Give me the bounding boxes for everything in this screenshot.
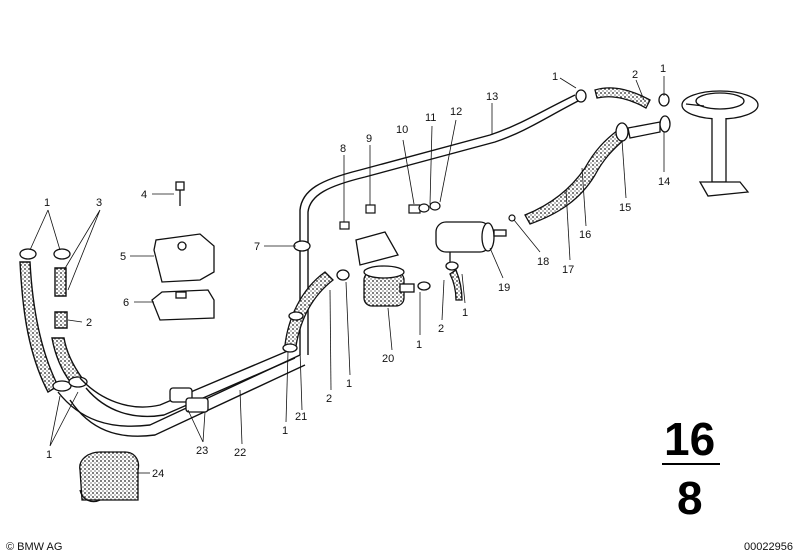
part-label-1: 1 xyxy=(552,71,558,83)
part-label-5: 5 xyxy=(120,251,126,263)
part-label-20: 20 xyxy=(382,353,394,365)
part-label-2: 2 xyxy=(326,393,332,405)
hose-left-group xyxy=(19,261,84,393)
tank-sender xyxy=(681,90,759,197)
part-label-8: 8 xyxy=(340,143,346,155)
hose-left-inner xyxy=(54,267,67,297)
part-label-18: 18 xyxy=(537,256,549,268)
drawing-number: 00022956 xyxy=(744,541,793,553)
clamp-icon xyxy=(288,311,304,321)
clamp-icon xyxy=(659,115,671,133)
part-label-7: 7 xyxy=(254,241,260,253)
part-label-17: 17 xyxy=(562,264,574,276)
part-label-23: 23 xyxy=(196,445,208,457)
part-label-1: 1 xyxy=(462,307,468,319)
hose-left-connector xyxy=(54,311,68,329)
part-label-11: 11 xyxy=(425,112,436,124)
part-label-2: 2 xyxy=(438,323,444,335)
part-label-6: 6 xyxy=(123,297,129,309)
part-label-10: 10 xyxy=(396,124,408,136)
part-label-19: 19 xyxy=(498,282,510,294)
part-label-15: 15 xyxy=(619,202,631,214)
part-label-9: 9 xyxy=(366,133,372,145)
clamp-icon xyxy=(53,248,71,260)
clamp-icon xyxy=(615,122,629,142)
pipe-clips xyxy=(169,387,209,413)
leader-lines xyxy=(29,76,665,474)
part-label-22: 22 xyxy=(234,447,246,459)
group-number-fraction: 16 8 xyxy=(662,413,720,524)
clamp-icon xyxy=(336,269,350,281)
part-label-21: 21 xyxy=(295,411,307,423)
hose-21 xyxy=(284,271,334,347)
part-label-1: 1 xyxy=(346,378,352,390)
clamp-icon xyxy=(575,89,587,103)
part-labels: 1 3 2 1 4 5 6 24 23 22 1 21 2 1 7 8 9 10… xyxy=(44,63,670,480)
hose-14-pipe xyxy=(627,121,661,139)
clamps-left xyxy=(19,248,88,392)
clamp-icon xyxy=(68,376,88,388)
clamp-icon xyxy=(508,214,516,222)
small-parts xyxy=(339,201,441,230)
group-number: 16 xyxy=(664,413,715,465)
hose-left-outer xyxy=(19,261,59,393)
part-label-1: 1 xyxy=(44,197,50,209)
copyright-text: © BMW AG xyxy=(6,541,63,553)
part-label-1: 1 xyxy=(282,425,288,437)
part-label-1: 1 xyxy=(46,449,52,461)
clamp-icon xyxy=(282,343,298,353)
fuel-pipes-lower xyxy=(57,349,306,437)
filter-assembly xyxy=(355,231,431,307)
fuel-pump xyxy=(435,221,507,301)
fuel-pipe-upper xyxy=(299,94,581,355)
hose-2-upper xyxy=(594,87,651,109)
clamp-icon xyxy=(293,240,311,252)
part-label-3: 3 xyxy=(96,197,102,209)
part-label-2: 2 xyxy=(86,317,92,329)
part-label-1: 1 xyxy=(416,339,422,351)
bracket-parts xyxy=(151,181,215,321)
part-label-1: 1 xyxy=(660,63,666,75)
part-label-12: 12 xyxy=(450,106,462,118)
clamp-icon xyxy=(52,380,72,392)
part-label-2: 2 xyxy=(632,69,638,81)
part-label-14: 14 xyxy=(658,176,670,188)
part-label-4: 4 xyxy=(141,189,147,201)
part-label-16: 16 xyxy=(579,229,591,241)
part-label-13: 13 xyxy=(486,91,498,103)
cover-24 xyxy=(79,451,140,503)
hose-16 xyxy=(524,129,627,225)
clamp-icon xyxy=(19,248,37,260)
part-label-24: 24 xyxy=(152,468,164,480)
subgroup-number: 8 xyxy=(677,472,703,524)
